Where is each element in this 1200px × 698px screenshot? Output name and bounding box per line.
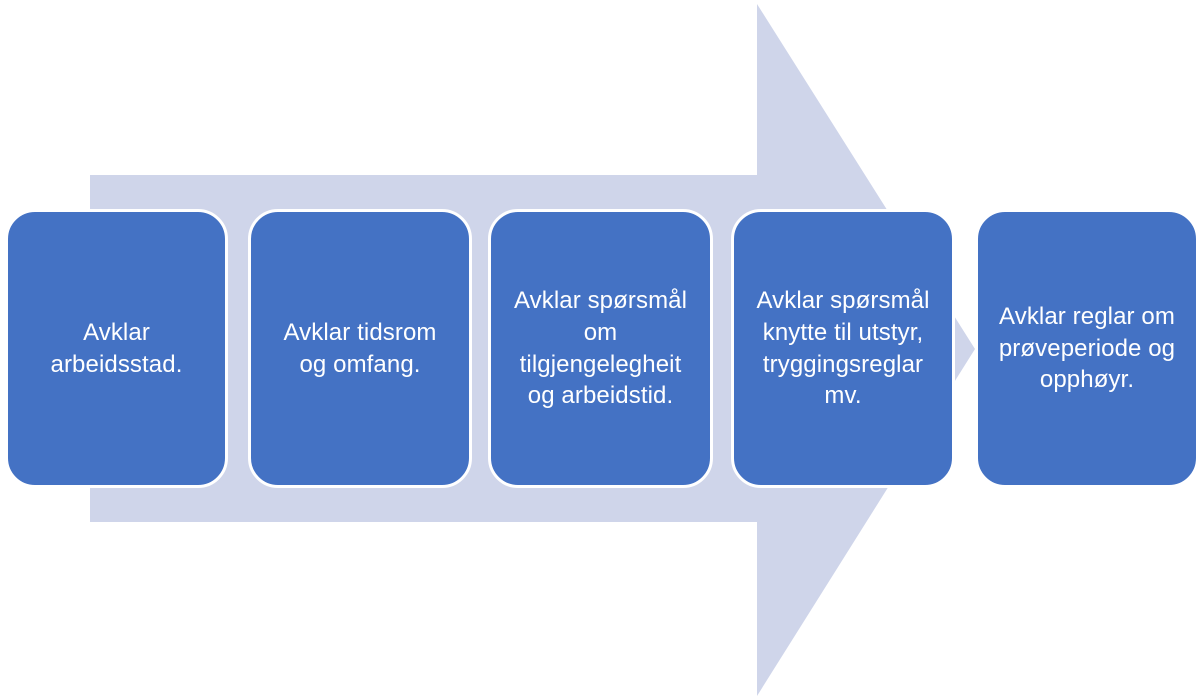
process-step-3-label: Avklar spørsmål om tilgjengelegheit og a…: [513, 287, 688, 410]
process-step-2[interactable]: Avklar tidsrom og omfang.: [248, 209, 472, 488]
process-step-1[interactable]: Avklar arbeidsstad.: [5, 209, 228, 488]
process-step-2-label: Avklar tidsrom og omfang.: [283, 318, 437, 378]
process-step-1-label: Avklar arbeidsstad.: [50, 318, 183, 378]
process-steps-row: Avklar arbeidsstad. Avklar tidsrom og om…: [0, 209, 1200, 488]
process-step-5-label: Avklar reglar om prøveperiode og opphøyr…: [998, 302, 1176, 394]
process-step-4-label: Avklar spørsmål knytte til utstyr, trygg…: [756, 287, 930, 410]
process-step-3[interactable]: Avklar spørsmål om tilgjengelegheit og a…: [488, 209, 713, 488]
process-step-5[interactable]: Avklar reglar om prøveperiode og opphøyr…: [975, 209, 1199, 488]
process-step-4[interactable]: Avklar spørsmål knytte til utstyr, trygg…: [731, 209, 955, 488]
